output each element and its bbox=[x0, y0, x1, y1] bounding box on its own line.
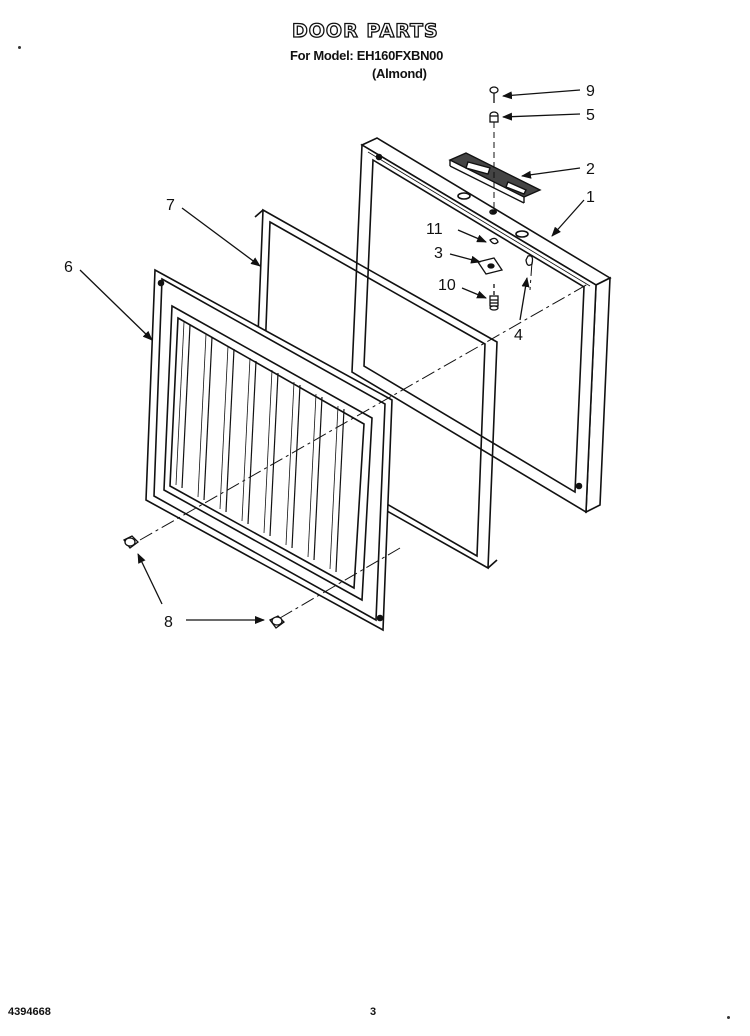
callout-6: 6 bbox=[64, 259, 73, 276]
callout-11: 11 bbox=[426, 221, 443, 238]
callout-3: 3 bbox=[434, 245, 443, 262]
callout-10: 10 bbox=[438, 277, 456, 294]
callout-8: 8 bbox=[164, 614, 173, 631]
callout-2: 2 bbox=[586, 161, 595, 178]
callout-5: 5 bbox=[586, 107, 595, 124]
model-subtitle: For Model: EH160FXBN00 bbox=[290, 48, 444, 63]
screw-hole bbox=[491, 210, 497, 214]
hinge-bracket bbox=[448, 152, 542, 204]
page-title: DOOR PARTS bbox=[291, 19, 439, 42]
page-number: 3 bbox=[370, 1006, 377, 1018]
color-note: (Almond) bbox=[372, 66, 427, 81]
assembly-lines bbox=[139, 261, 589, 619]
callout-labels: 9 5 2 1 11 3 10 4 7 6 8 bbox=[64, 83, 595, 631]
door-liner bbox=[145, 268, 393, 632]
hinge-screw bbox=[489, 86, 499, 123]
callout-7: 7 bbox=[166, 197, 175, 214]
scan-speck bbox=[727, 1016, 730, 1019]
door-stop-assembly bbox=[476, 237, 534, 311]
document-number: 4394668 bbox=[8, 1006, 51, 1018]
callout-4: 4 bbox=[514, 327, 523, 344]
leader-lines bbox=[79, 89, 585, 624]
scan-speck bbox=[18, 46, 21, 49]
shoulder-screw bbox=[123, 535, 285, 629]
callout-9: 9 bbox=[586, 83, 595, 100]
callout-1: 1 bbox=[586, 189, 595, 206]
